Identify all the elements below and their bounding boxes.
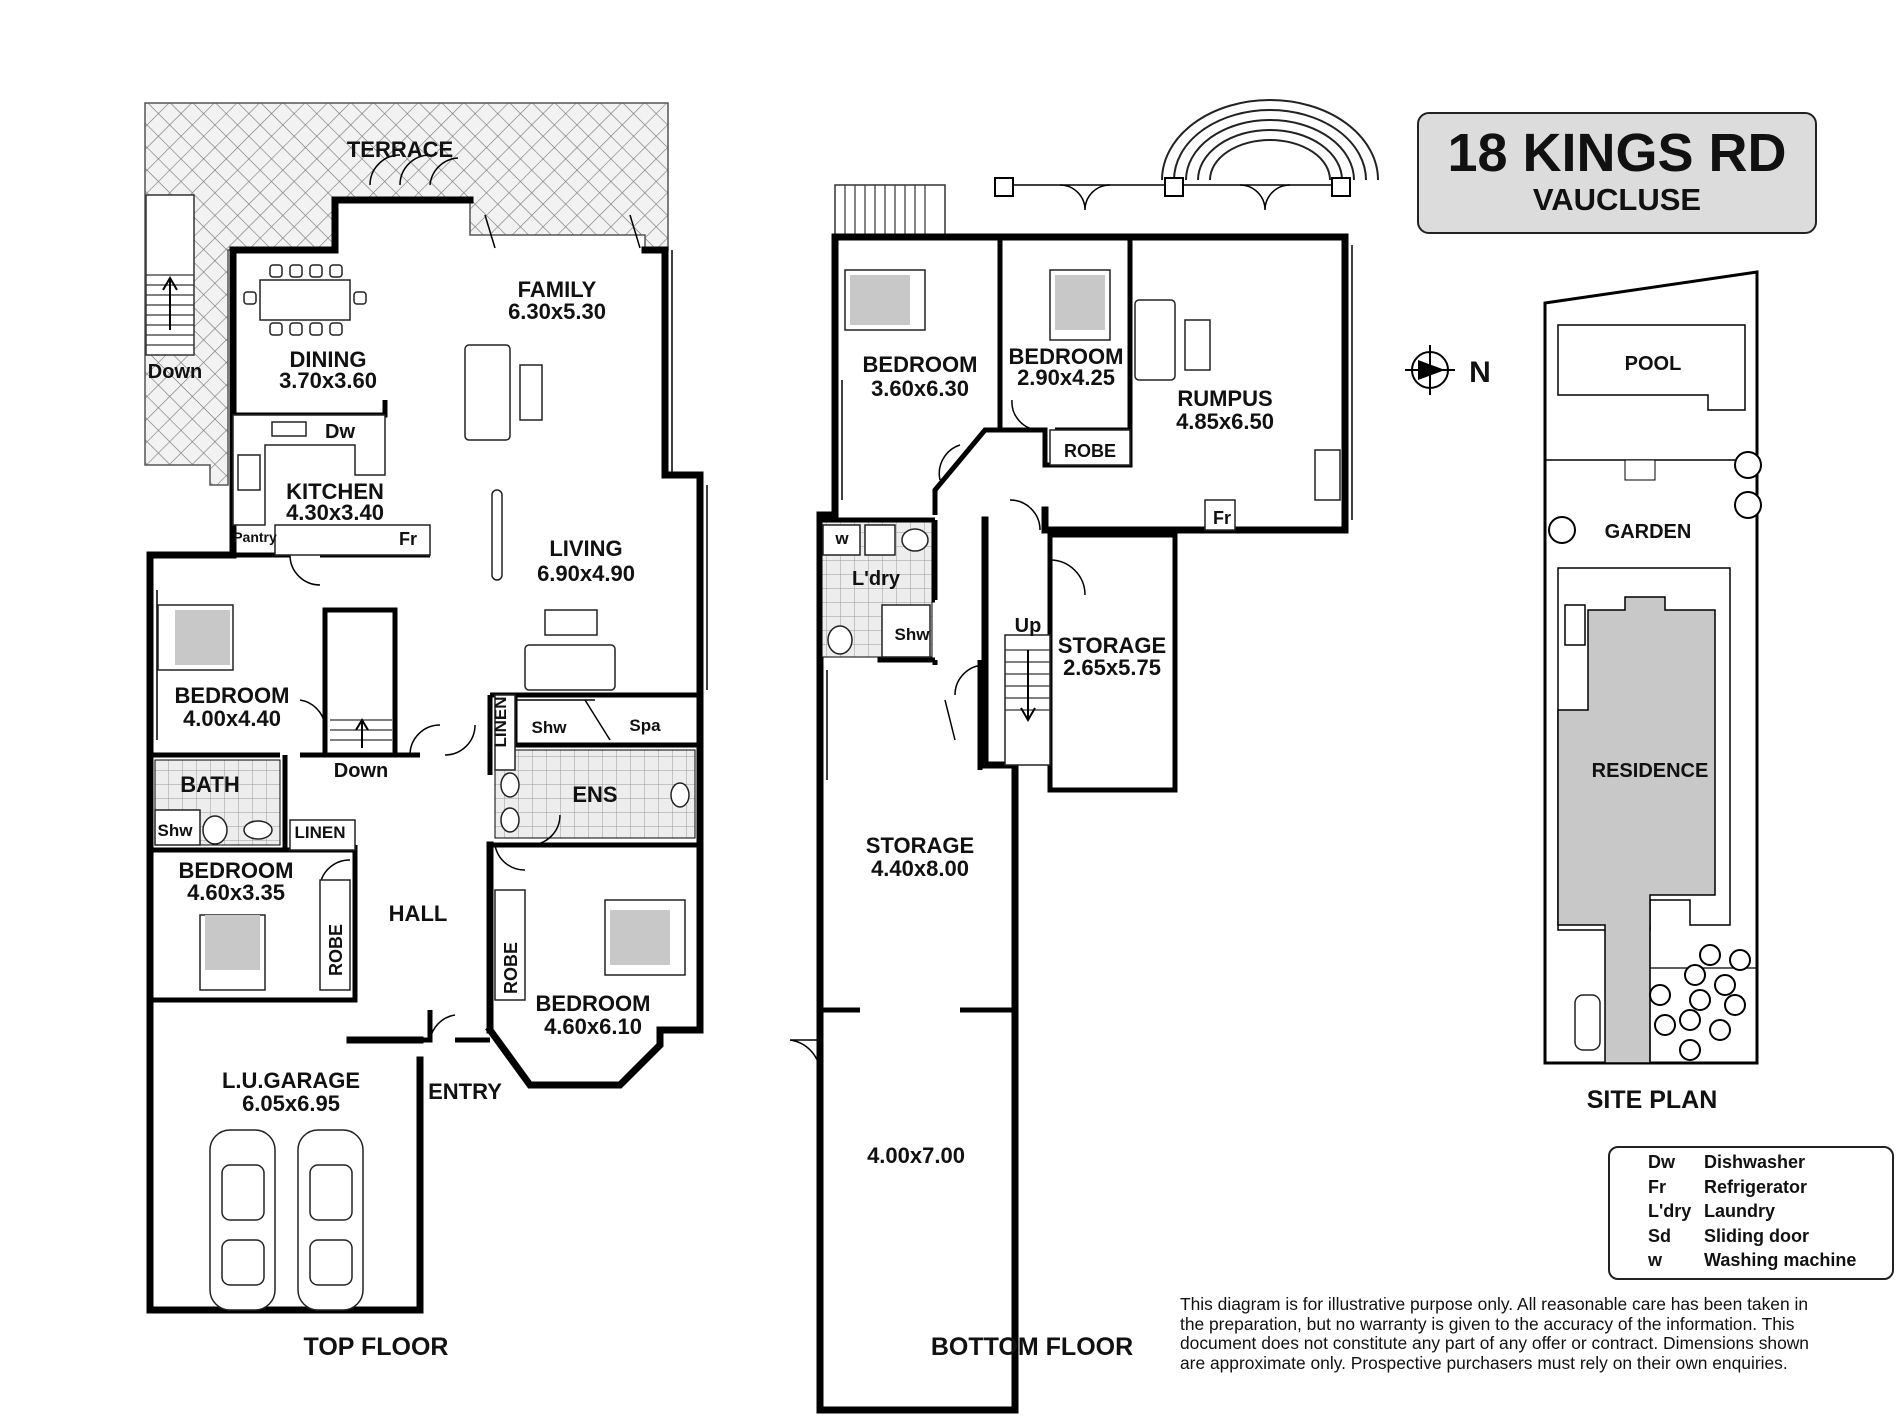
bottom-floor-caption: BOTTOM FLOOR [931,1333,1133,1361]
rumpus-size: 4.85x6.50 [1176,409,1274,434]
residence-shape [1557,596,1716,1064]
dw-label: Dw [325,421,355,443]
laundry-w-label: w [834,529,849,548]
car-icon [297,1129,364,1311]
garden-label: GARDEN [1605,521,1692,543]
address-title: 18 KINGS RD [1447,123,1787,183]
garage-label: L.U.GARAGE [222,1068,360,1093]
tree-icon [1548,451,1762,1061]
bedroom-2-label: BEDROOM [179,858,294,883]
bf-fr-label: Fr [1213,508,1231,528]
bf-bedroom-1-label: BEDROOM [863,352,978,377]
site-plan-labels: POOL GARDEN RESIDENCE SITE PLAN [1587,353,1718,1114]
entry-label: ENTRY [428,1079,502,1104]
bottom-floor-plan [789,99,1379,1414]
residence-label: RESIDENCE [1592,760,1709,782]
kitchen-size: 4.30x3.40 [286,500,384,525]
hall-label: HALL [389,901,448,926]
laundry-shw-label: Shw [895,625,931,644]
family-size: 6.30x5.30 [508,299,606,324]
family-label: FAMILY [518,277,597,302]
car-icon [209,1129,276,1311]
top-floor-plan [144,102,708,1314]
robe-label-1: ROBE [326,924,346,976]
up-label: Up [1015,615,1042,637]
north-label: N [1469,356,1491,389]
bath-shw-label: Shw [158,821,194,840]
living-size: 6.90x4.90 [537,561,635,586]
bf-bedroom-2-size: 2.90x4.25 [1017,365,1115,390]
garage-size: 6.05x6.95 [242,1091,340,1116]
bottom-floor-labels: BEDROOM 3.60x6.30 BEDROOM 2.90x4.25 ROBE… [834,344,1274,1361]
bedroom-3-label: BEDROOM [536,991,651,1016]
storage-1-label: STORAGE [1058,633,1166,658]
bf-bedroom-1-size: 3.60x6.30 [871,376,969,401]
storage-2-label: STORAGE [866,833,974,858]
bf-bedroom-2-label: BEDROOM [1009,344,1124,369]
disclaimer-text: This diagram is for illustrative purpose… [1180,1294,1896,1373]
terrace-label: TERRACE [347,137,453,162]
pool-label: POOL [1625,353,1682,375]
stair-arrow-icon [162,276,178,330]
address-title-box: 18 KINGS RD VAUCLUSE [1417,112,1817,234]
site-plan-drawing [1543,270,1762,1065]
site-plan-caption: SITE PLAN [1587,1086,1718,1114]
curved-steps [1161,99,1379,181]
dining-label: DINING [290,347,367,372]
robe-label-2: ROBE [501,942,521,994]
rumpus-label: RUMPUS [1177,386,1272,411]
bedroom-1-label: BEDROOM [175,683,290,708]
dining-size: 3.70x3.60 [279,368,377,393]
bedroom-1-size: 4.00x4.40 [183,706,281,731]
shw-label: Shw [532,718,568,737]
down-label: Down [148,361,202,383]
linen-label-2: LINEN [295,823,346,842]
pantry-label: Pantry [233,529,277,545]
ens-label: ENS [572,782,617,807]
storage-2-size: 4.40x8.00 [871,856,969,881]
storage-3-size: 4.00x7.00 [867,1143,965,1168]
stair-arrow-icon [1020,650,1036,722]
fr-label: Fr [399,529,417,549]
storage-1-size: 2.65x5.75 [1063,655,1161,680]
disclaimer-line: This diagram is for illustrative purpose… [1180,1294,1809,1314]
top-floor-labels: TERRACE Down FAMILY 6.30x5.30 DINING 3.7… [148,137,661,1361]
suburb-title: VAUCLUSE [1532,182,1702,217]
living-label: LIVING [549,536,622,561]
bf-robe-label: ROBE [1064,441,1116,461]
north-compass-icon [1405,345,1455,395]
laundry-label: L'dry [852,568,901,590]
top-floor-caption: TOP FLOOR [304,1333,449,1361]
linen-label-1: LINEN [491,697,510,748]
bedroom-3-size: 4.60x6.10 [544,1014,642,1039]
spa-label: Spa [629,716,661,735]
disclaimer-line: are approximate only. Prospective purcha… [1180,1352,1788,1373]
down-label-2: Down [334,760,388,782]
bath-label: BATH [180,772,239,797]
disclaimer-line: document does not constitute any part of… [1180,1333,1809,1353]
bedroom-2-size: 4.60x3.35 [187,880,285,905]
kitchen-label: KITCHEN [286,479,384,504]
disclaimer-line: the preparation, but no warranty is give… [1180,1313,1795,1334]
stair-arrow-icon [355,718,369,748]
